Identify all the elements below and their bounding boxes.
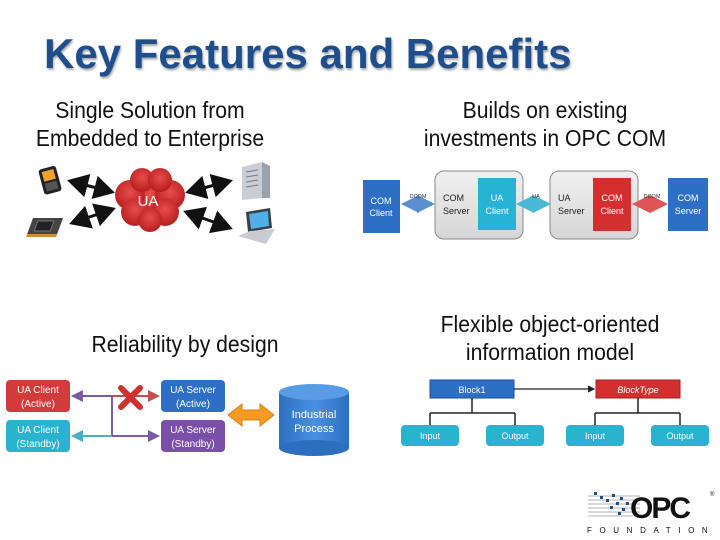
box-label: Output bbox=[666, 431, 694, 441]
heading-line: Builds on existing bbox=[462, 97, 628, 123]
heading-line: Single Solution from bbox=[55, 97, 245, 123]
box-label: COM bbox=[371, 196, 392, 206]
box-label: (Standby) bbox=[16, 439, 59, 450]
box-label: COM bbox=[678, 193, 699, 203]
box-label: Industrial bbox=[292, 409, 337, 421]
logo-dots bbox=[594, 492, 629, 515]
arrow-chip-ua bbox=[69, 203, 116, 229]
failure-x-icon bbox=[118, 385, 143, 410]
tree-lines-left bbox=[429, 398, 516, 426]
laptop-icon bbox=[238, 208, 275, 244]
arrow-ua-laptop bbox=[183, 206, 233, 234]
input-left-box: Input bbox=[401, 425, 459, 446]
box-label: Input bbox=[420, 431, 441, 441]
com-server-group: COM Server UA Client bbox=[434, 170, 524, 240]
info-model-heading: Flexible object-oriented information mod… bbox=[403, 310, 697, 366]
ua-server-active-box: UA Server (Active) bbox=[161, 380, 225, 412]
box-label: UA Server bbox=[170, 385, 216, 396]
heading-line: information model bbox=[465, 339, 635, 365]
dcom-label-left: DCOM bbox=[410, 194, 427, 200]
box-label: Server bbox=[558, 206, 585, 216]
box-label: Client bbox=[600, 206, 624, 216]
com-client-box: COM Client bbox=[363, 180, 400, 233]
heading-line: Flexible object-oriented bbox=[440, 311, 660, 337]
box-label: Input bbox=[585, 431, 606, 441]
blocktype-box: BlockType bbox=[595, 379, 681, 399]
box-label: COM bbox=[602, 193, 623, 203]
ua-cloud: UA bbox=[115, 168, 185, 232]
box-label: Client bbox=[485, 206, 509, 216]
embedded-chip-icon bbox=[26, 218, 63, 237]
logo-brand: OPC bbox=[630, 492, 690, 525]
arrow-ua-server bbox=[185, 173, 233, 200]
orange-double-arrow bbox=[227, 402, 275, 428]
dcom-label-right: DCOM bbox=[644, 194, 661, 200]
box-label: UA Client bbox=[17, 385, 59, 396]
box-label: UA Server bbox=[170, 425, 216, 436]
tree-lines-right bbox=[594, 398, 681, 426]
box-label: UA bbox=[558, 193, 571, 203]
box-label: UA bbox=[491, 193, 504, 203]
ua-server-standby-box: UA Server (Standby) bbox=[161, 420, 225, 452]
output-left-box: Output bbox=[486, 425, 544, 446]
com-server-right-box: COM Server bbox=[668, 178, 708, 231]
ua-server-group: UA Server COM Client bbox=[549, 170, 639, 240]
heading-line: investments in OPC COM bbox=[423, 125, 667, 151]
ua-client-active-box: UA Client (Active) bbox=[6, 380, 70, 412]
logo-stripes bbox=[588, 495, 640, 517]
opc-foundation-logo: OPC ® FOUNDATION bbox=[587, 491, 715, 535]
box-label: Server bbox=[675, 206, 702, 216]
industrial-process-cylinder: Industrial Process bbox=[279, 384, 349, 456]
ua-link-label: UA bbox=[532, 194, 540, 200]
server-tower-icon bbox=[242, 162, 270, 200]
input-right-box: Input bbox=[566, 425, 624, 446]
com-client-red-box bbox=[593, 178, 631, 231]
output-right-box: Output bbox=[651, 425, 709, 446]
logo-subtitle: FOUNDATION bbox=[587, 526, 715, 535]
ua-client-standby-box: UA Client (Standby) bbox=[6, 420, 70, 452]
box-label: Client bbox=[369, 208, 393, 218]
box-label: COM bbox=[443, 193, 464, 203]
box-label: Block1 bbox=[458, 385, 485, 395]
ua-client-box bbox=[478, 178, 516, 230]
heading-line: Reliability by design bbox=[91, 331, 279, 357]
box-label: Server bbox=[443, 206, 470, 216]
reliability-heading: Reliability by design bbox=[52, 330, 319, 358]
ua-cloud-label: UA bbox=[138, 193, 159, 210]
box-label: (Standby) bbox=[171, 439, 214, 450]
box-label: Output bbox=[501, 431, 529, 441]
existing-investments-heading: Builds on existing investments in OPC CO… bbox=[393, 96, 697, 152]
arrow-phone-ua bbox=[67, 173, 115, 200]
box-label: BlockType bbox=[617, 385, 658, 395]
heading-line: Embedded to Enterprise bbox=[35, 125, 265, 151]
box-label: (Active) bbox=[176, 399, 210, 410]
smartphone-icon bbox=[38, 166, 62, 195]
single-solution-heading: Single Solution from Embedded to Enterpr… bbox=[12, 96, 288, 152]
block1-box: Block1 bbox=[429, 379, 515, 399]
slide-title: Key Features and Benefits bbox=[44, 30, 572, 77]
logo-registered: ® bbox=[710, 491, 715, 498]
box-label: UA Client bbox=[17, 425, 59, 436]
box-label: Process bbox=[294, 423, 334, 435]
box-label: (Active) bbox=[21, 399, 55, 410]
